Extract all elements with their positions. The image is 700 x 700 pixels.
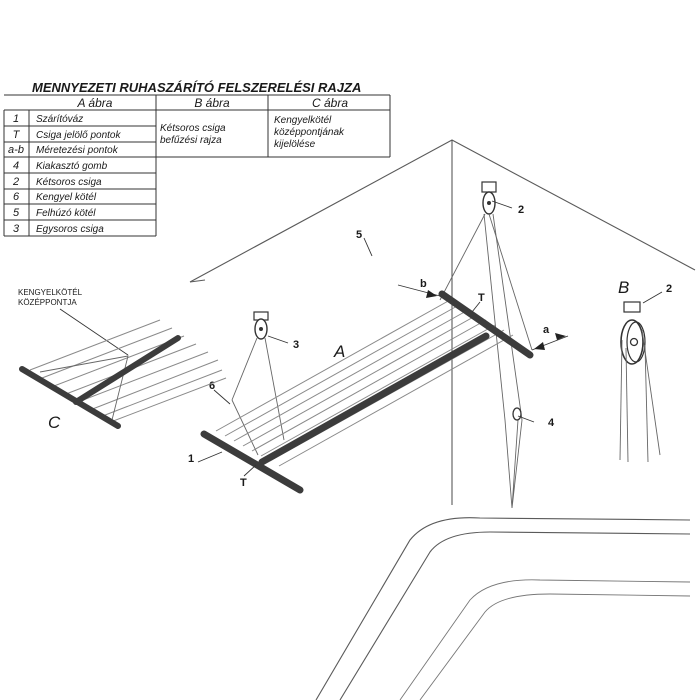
row-label: Kengyel kötél: [36, 192, 97, 203]
figure-c-end-bar: [19, 366, 121, 429]
callout-2: 2: [518, 204, 524, 216]
row-label: Kétsoros csiga: [36, 177, 102, 188]
figure-c-center-bar: [73, 335, 181, 405]
frame-end-bar-front: [200, 430, 304, 494]
row-key: 3: [13, 223, 20, 235]
callout-t-front: T: [240, 477, 247, 489]
row-key: 4: [13, 160, 19, 172]
header-b: B ábra: [194, 96, 230, 110]
row-label: Felhúzó kötél: [36, 208, 96, 219]
figure-c-letter: C: [48, 413, 61, 432]
header-c: C ábra: [312, 96, 348, 110]
dimension-b: [397, 284, 441, 298]
frame-center-bar: [258, 332, 490, 466]
room-outline: [189, 139, 696, 700]
figure-b-pulley: 2 B: [618, 278, 672, 463]
double-pulley-icon: [620, 319, 646, 365]
figure-b-letter: B: [618, 278, 629, 297]
figure-c-caption-line1: KENGYELKÖTÉL: [18, 288, 83, 297]
legend-grid: [3, 94, 391, 237]
callout-5: 5: [356, 229, 362, 241]
header-a: A ábra: [77, 96, 113, 110]
hook-knob-icon: [512, 407, 522, 421]
frame-end-bar-back: [438, 290, 534, 359]
row-label: Szárítóváz: [36, 114, 83, 125]
callout-t-back: T: [478, 292, 485, 304]
row-key: 5: [13, 207, 20, 219]
double-pulley-icon: [481, 181, 497, 215]
row-key: T: [13, 129, 21, 141]
figure-a-rack: a b 2 3 4 5 6 1 T T A: [188, 181, 569, 509]
callout-leaders: [197, 200, 535, 477]
legend-table: MENNYEZETI RUHASZÁRÍTÓ FELSZERELÉSI RAJZ…: [3, 80, 391, 237]
row-key: 1: [13, 113, 19, 125]
drying-rods: [215, 299, 514, 467]
row-label: Csiga jelölő pontok: [36, 130, 121, 141]
label-b: b: [420, 278, 427, 290]
callout-4: 4: [548, 417, 555, 429]
b-text-line1: Kétsoros csiga: [160, 123, 226, 134]
figure-a-letter: A: [333, 342, 345, 361]
b-text-line2: befűzési rajza: [160, 135, 222, 146]
row-key: a-b: [8, 144, 24, 156]
c-text-line3: kijelölése: [274, 139, 316, 150]
dimension-a: [531, 333, 569, 351]
c-text-line1: Kengyelkötél: [274, 115, 332, 126]
row-key: 6: [13, 191, 20, 203]
label-a: a: [543, 324, 550, 336]
callout-1: 1: [188, 453, 194, 465]
row-label: Egysoros csiga: [36, 224, 104, 235]
figure-c-caption-line2: KÖZÉPPONTJA: [18, 298, 77, 307]
row-label: Kiakasztó gomb: [36, 161, 108, 172]
callout-6: 6: [209, 380, 215, 392]
row-key: 2: [12, 176, 19, 188]
single-pulley-icon: [253, 311, 269, 340]
diagram-title: MENNYEZETI RUHASZÁRÍTÓ FELSZERELÉSI RAJZ…: [32, 80, 361, 95]
callout-3: 3: [293, 339, 299, 351]
row-label: Méretezési pontok: [36, 145, 119, 156]
figure-b-callout-2: 2: [666, 283, 672, 295]
ropes: [231, 213, 533, 509]
figure-c-center: KENGYELKÖTÉL KÖZÉPPONTJA C: [18, 288, 227, 432]
c-text-line2: középpontjának: [274, 127, 345, 138]
